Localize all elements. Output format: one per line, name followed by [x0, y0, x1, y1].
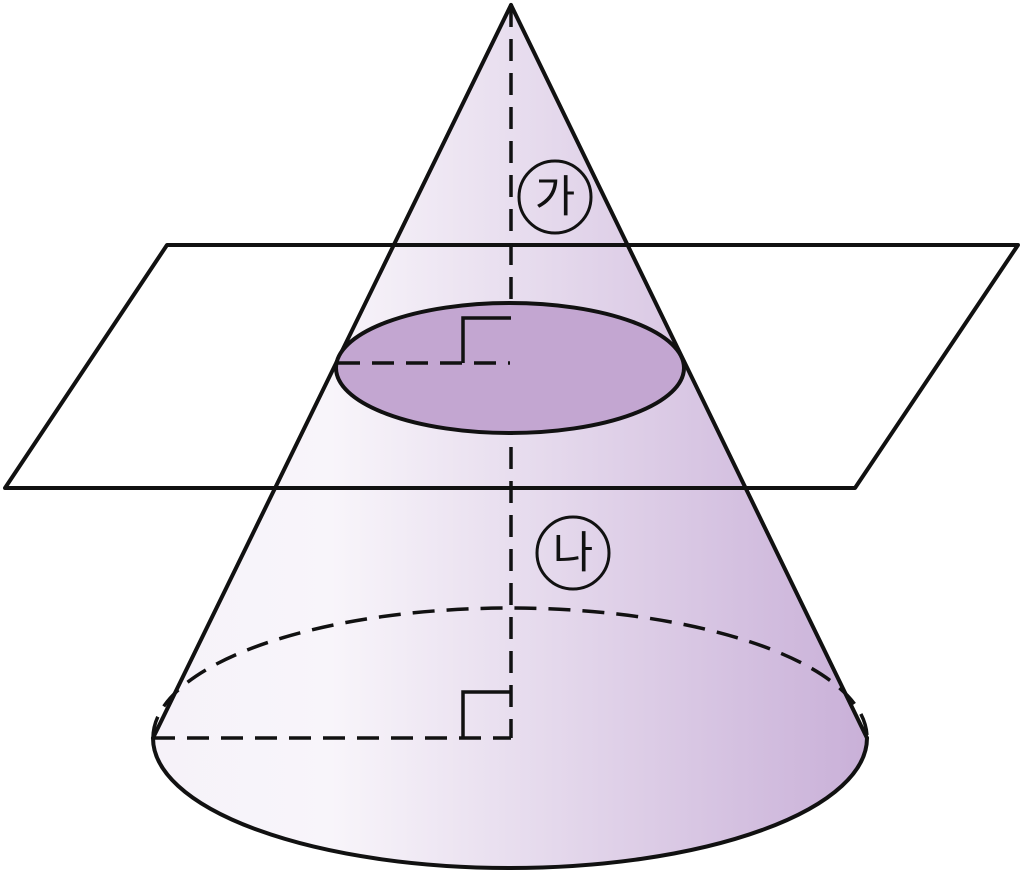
label-lower-text: 나 — [553, 528, 593, 579]
cone-right-edge — [509, 3, 869, 740]
base-back-arc — [151, 606, 869, 739]
label-lower-part: 나 — [535, 515, 611, 591]
cutting-plane — [3, 243, 1020, 490]
cone-body — [153, 5, 867, 868]
base-front-arc — [151, 736, 869, 870]
label-upper-circle — [517, 159, 593, 235]
cross-section-circle — [334, 301, 686, 435]
label-lower-circle — [535, 515, 611, 591]
right-angle-marker-top — [461, 316, 511, 363]
cone-left-edge — [151, 3, 513, 740]
right-angle-marker-bottom — [461, 690, 511, 738]
label-upper-part: 가 — [517, 159, 593, 235]
label-upper-text: 가 — [535, 172, 575, 223]
